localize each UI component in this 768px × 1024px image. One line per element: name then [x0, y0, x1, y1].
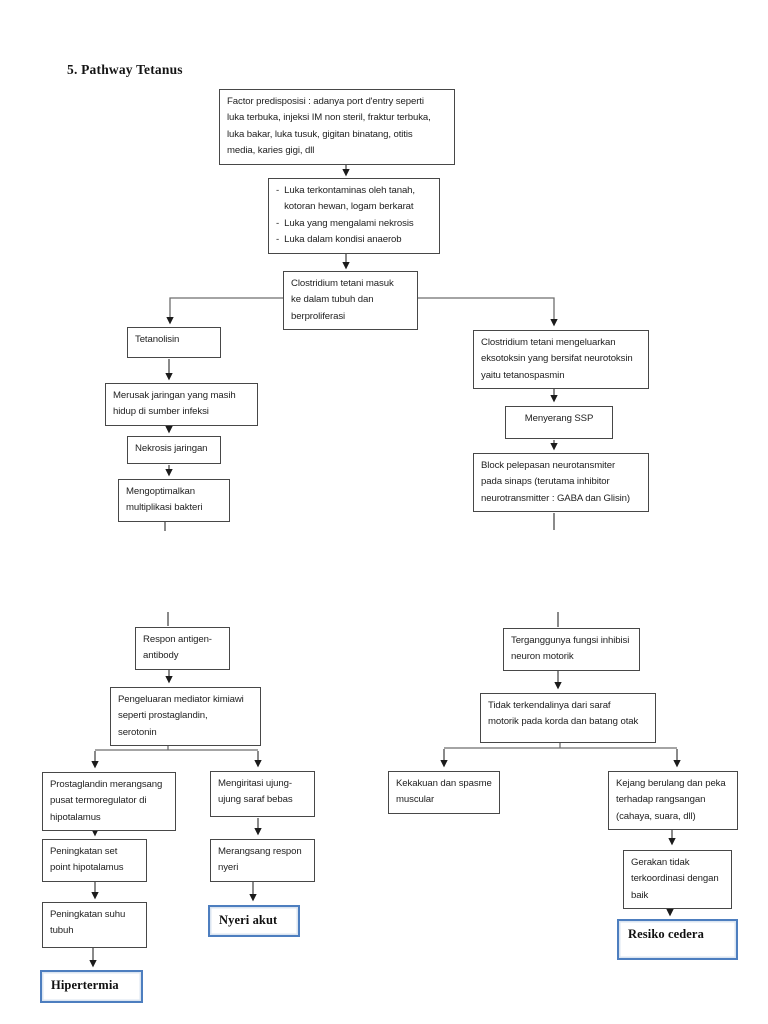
node-clostridium-masuk: Clostridium tetani masuk ke dalam tubuh … — [283, 271, 418, 331]
node-mengiritasi-ujung-saraf: Mengiritasi ujung- ujung saraf bebas — [210, 771, 315, 817]
node-clostridium-eksotoksin: Clostridium tetani mengeluarkan eksotoks… — [473, 330, 649, 390]
diagnosis-hipertermia: Hipertermia — [40, 970, 143, 1003]
node-block-pelepasan: Block pelepasan neurotansmiter pada sina… — [473, 453, 649, 513]
diagnosis-resiko-cedera: Resiko cedera — [617, 919, 738, 960]
node-mengoptimalkan-multiplikasi: Mengoptimalkan multiplikasi bakteri — [118, 479, 230, 522]
node-merangsang-respon-nyeri: Merangsang respon nyeri — [210, 839, 315, 882]
bullet-item: - Luka terkontaminas oleh tanah, kotoran… — [276, 183, 432, 216]
node-terganggunya-fungsi-inhibisi: Terganggunya fungsi inhibisi neuron moto… — [503, 628, 640, 671]
node-tidak-terkendalinya-saraf: Tidak terkendalinya dari saraf motorik p… — [480, 693, 656, 743]
node-prostaglandin-merangsang: Prostaglandin merangsang pusat termoregu… — [42, 772, 176, 832]
node-respon-antigen-antibody: Respon antigen- antibody — [135, 627, 230, 670]
node-kekakuan-spasme: Kekakuan dan spasme muscular — [388, 771, 500, 814]
node-peningkatan-set-point: Peningkatan set point hipotalamus — [42, 839, 147, 882]
node-merusak-jaringan: Merusak jaringan yang masih hidup di sum… — [105, 383, 258, 426]
bullet-item: - Luka dalam kondisi anaerob — [276, 232, 432, 248]
bullet-item: - Luka yang mengalami nekrosis — [276, 216, 432, 232]
node-factor-predisposisi: Factor predisposisi : adanya port d'entr… — [219, 89, 455, 165]
page-title: 5. Pathway Tetanus — [67, 62, 183, 77]
node-gerakan-tidak-terkoordinasi: Gerakan tidak terkoordinasi dengan baik — [623, 850, 732, 910]
node-peningkatan-suhu-tubuh: Peningkatan suhu tubuh — [42, 902, 147, 948]
bullet-dash: - — [276, 185, 280, 196]
bullet-dash: - — [276, 217, 280, 229]
diagnosis-nyeri-akut: Nyeri akut — [208, 905, 300, 937]
bullet-text: Luka terkontaminas oleh tanah, kotoran h… — [284, 185, 415, 213]
node-pengeluaran-mediator: Pengeluaran mediator kimiawi seperti pro… — [110, 687, 261, 747]
node-luka-kondisi: - Luka terkontaminas oleh tanah, kotoran… — [268, 178, 440, 254]
node-menyerang-ssp: Menyerang SSP — [505, 406, 613, 439]
node-nekrosis-jaringan: Nekrosis jaringan — [127, 436, 221, 464]
bullet-text: Luka dalam kondisi anaerob — [284, 234, 402, 246]
bullet-dash: - — [276, 234, 280, 246]
node-kejang-berulang: Kejang berulang dan peka terhadap rangsa… — [608, 771, 738, 831]
node-tetanolisin: Tetanolisin — [127, 327, 221, 358]
bullet-text: Luka yang mengalami nekrosis — [284, 217, 414, 229]
